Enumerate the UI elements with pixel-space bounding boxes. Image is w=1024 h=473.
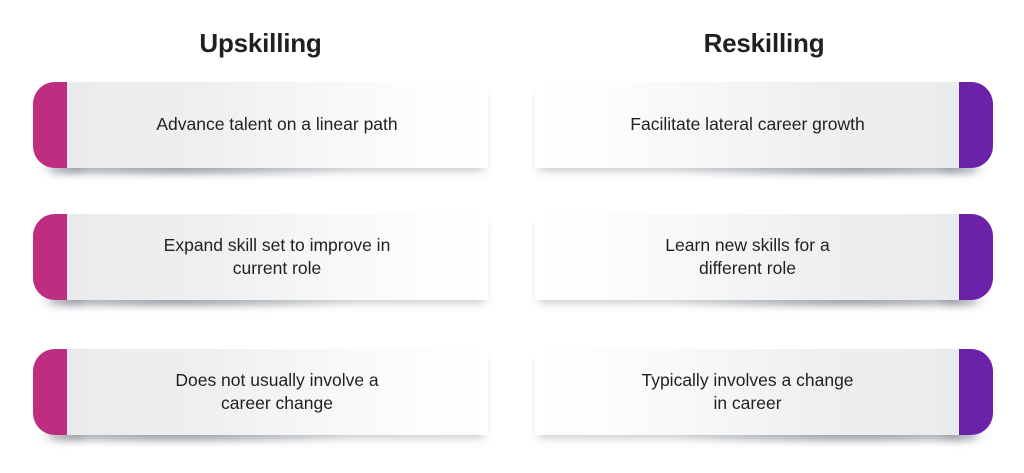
card-upskilling-3: Does not usually involve a career change	[33, 349, 488, 443]
column-heading-reskilling: Reskilling	[703, 28, 825, 58]
card-text: Advance talent on a linear path	[156, 114, 398, 135]
accent-tab-purple	[959, 349, 993, 435]
accent-tab-purple	[959, 82, 993, 168]
card-body: Expand skill set to improve in current r…	[66, 214, 488, 300]
card-text: Does not usually involve a career change	[175, 369, 379, 413]
accent-tab-magenta	[33, 214, 67, 300]
card-body: Learn new skills for a different role	[535, 214, 960, 300]
card-text: Typically involves a change in career	[641, 369, 854, 413]
card-body: Typically involves a change in career	[535, 349, 960, 435]
card-upskilling-1: Advance talent on a linear path	[33, 82, 488, 176]
card-text: Expand skill set to improve in current r…	[163, 234, 391, 278]
card-text: Learn new skills for a different role	[665, 234, 830, 278]
card-text: Facilitate lateral career growth	[630, 114, 865, 135]
card-body: Advance talent on a linear path	[66, 82, 488, 168]
accent-tab-purple	[959, 214, 993, 300]
card-upskilling-2: Expand skill set to improve in current r…	[33, 214, 488, 308]
card-reskilling-3: Typically involves a change in career	[535, 349, 993, 443]
column-heading-upskilling: Upskilling	[199, 28, 322, 58]
card-reskilling-2: Learn new skills for a different role	[535, 214, 993, 308]
card-body: Facilitate lateral career growth	[535, 82, 960, 168]
accent-tab-magenta	[33, 82, 67, 168]
accent-tab-magenta	[33, 349, 67, 435]
card-body: Does not usually involve a career change	[66, 349, 488, 435]
card-reskilling-1: Facilitate lateral career growth	[535, 82, 993, 176]
